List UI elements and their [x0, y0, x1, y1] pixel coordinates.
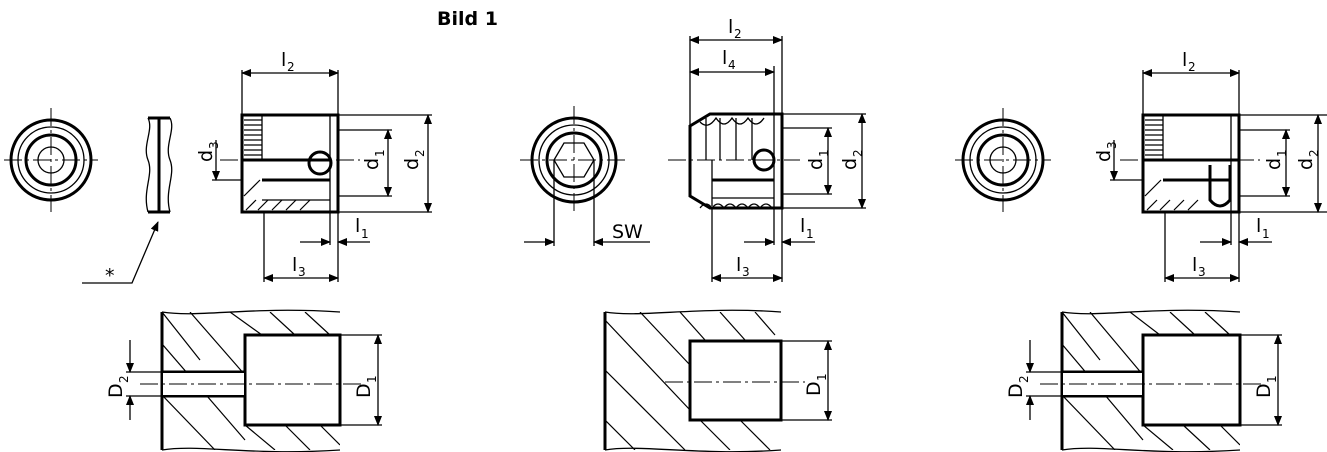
dimension-label: l — [355, 215, 360, 237]
bore-section-a: D 2 D 1 — [105, 309, 382, 452]
dimension-label: l — [292, 254, 297, 276]
variant-a: * — [4, 49, 432, 452]
dimension-label: l — [800, 215, 805, 237]
dimension-label: l — [722, 47, 727, 69]
dimension-label: 2 — [117, 375, 131, 383]
dimension-label: D — [353, 383, 375, 398]
figure-title: Bild 1 — [437, 8, 498, 30]
dimension-label: 3 — [1105, 141, 1119, 149]
dimension-label: 1 — [817, 149, 831, 157]
bore-section-c: D 2 D 1 — [1005, 309, 1282, 452]
dimension-label: 1 — [806, 227, 814, 241]
dimensions-c: l 2 d 2 d 1 d 3 l 1 l 3 — [1093, 49, 1327, 282]
dimensions-a: l 2 d 2 d 1 d 3 l 1 l 3 — [195, 49, 432, 282]
front-view-b — [520, 106, 628, 214]
side-section-a — [220, 113, 360, 214]
edge-view-a — [145, 116, 173, 214]
dimension-label: D — [803, 381, 825, 396]
dimension-label: 1 — [1275, 149, 1289, 157]
dimension-label: d — [1263, 158, 1285, 170]
dimension-label: 1 — [373, 149, 387, 157]
dimensions-b: l 2 l 4 d 2 d 1 l 1 l 3 — [689, 16, 866, 282]
variant-c: l 2 d 2 d 1 d 3 l 1 l 3 — [955, 49, 1327, 452]
dimension-label: D — [1005, 383, 1027, 398]
asterisk-label: * — [105, 265, 115, 287]
front-view-c — [955, 108, 1051, 212]
dimension-label: 2 — [1307, 149, 1321, 157]
dimension-label: 2 — [413, 149, 427, 157]
dimension-label: d — [1093, 150, 1115, 162]
dimension-label: 2 — [734, 27, 742, 41]
dimension-label: 1 — [1262, 227, 1270, 241]
dimension-label: 3 — [207, 141, 221, 149]
dimension-label: 3 — [298, 265, 306, 279]
dimension-label: D — [105, 383, 127, 398]
dimension-label: l — [728, 16, 733, 38]
sw-dimension: SW — [524, 160, 650, 246]
dimension-label: 4 — [728, 58, 736, 72]
dimension-label: d — [195, 150, 217, 162]
dimension-label: l — [1256, 215, 1261, 237]
dimension-label: 2 — [287, 60, 295, 74]
side-section-b — [668, 112, 800, 210]
dimension-label: 1 — [365, 375, 379, 383]
dimension-label: l — [1182, 49, 1187, 71]
dimension-label: 2 — [851, 149, 865, 157]
dimension-label: d — [361, 158, 383, 170]
dimension-label: l — [1192, 254, 1197, 276]
dimension-label: 1 — [1265, 375, 1279, 383]
dimension-label: 2 — [1017, 375, 1031, 383]
dimension-label: d — [1295, 158, 1317, 170]
dimension-label: d — [839, 158, 861, 170]
dimension-label: 1 — [361, 227, 369, 241]
dimension-label: d — [805, 158, 827, 170]
bore-section-b: D 1 — [603, 309, 832, 452]
dimension-label: 3 — [1198, 265, 1206, 279]
dimension-label: d — [401, 158, 423, 170]
variant-b: SW l 2 — [520, 16, 866, 452]
dimension-label: 2 — [1188, 60, 1196, 74]
dimension-label: D — [1253, 383, 1275, 398]
dimension-label: 3 — [742, 265, 750, 279]
front-view-a — [4, 108, 98, 212]
side-section-c — [1120, 113, 1260, 214]
dimension-label: 1 — [815, 373, 829, 381]
sw-label: SW — [612, 221, 643, 243]
asterisk-leader: * — [82, 221, 159, 287]
dimension-label: l — [281, 49, 286, 71]
dimension-label: l — [736, 254, 741, 276]
